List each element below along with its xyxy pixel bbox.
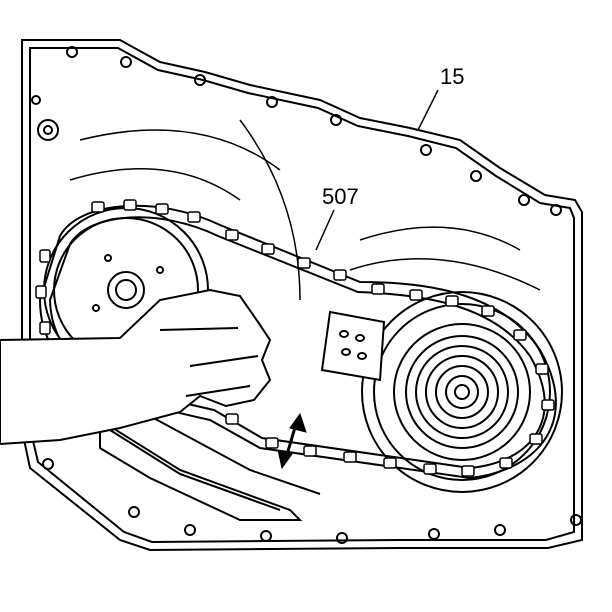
driven-sprocket — [361, 291, 563, 493]
chain-links — [35, 199, 555, 477]
double-arrow-icon — [277, 412, 307, 470]
leader-lines — [315, 89, 439, 251]
chain-guide-plate — [320, 310, 386, 382]
sweep-arcs — [69, 119, 541, 301]
callout-label-15: 15 — [440, 64, 465, 89]
bolt-holes — [31, 46, 582, 544]
case-channel — [99, 399, 321, 521]
case-cover-outline — [21, 39, 583, 552]
callout-label-507: 507 — [322, 184, 359, 209]
hand-illustration — [0, 288, 272, 446]
